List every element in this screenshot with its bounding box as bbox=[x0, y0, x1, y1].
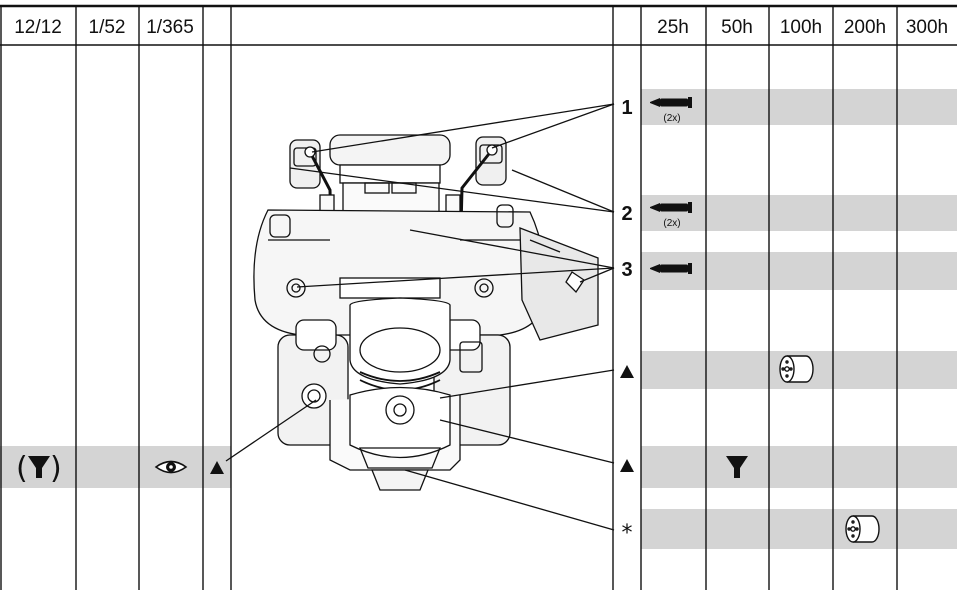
warning-triangle-icon bbox=[620, 365, 634, 378]
svg-text:(: ( bbox=[16, 451, 28, 486]
table-grid bbox=[0, 4, 957, 590]
header-100h: 100h bbox=[780, 17, 822, 38]
oil-filter-icon bbox=[779, 355, 814, 383]
svg-text:): ) bbox=[50, 451, 62, 486]
row-shade-6 bbox=[641, 446, 957, 488]
grease-gun-icon bbox=[650, 263, 692, 274]
warning-triangle-icon bbox=[620, 459, 634, 472]
header-50h: 50h bbox=[721, 17, 753, 38]
grease-note-2: (2x) bbox=[663, 218, 680, 229]
callout-label-2: 2 bbox=[621, 203, 632, 225]
filter-icon bbox=[726, 456, 748, 478]
header-1-52: 1/52 bbox=[89, 17, 126, 38]
oil-filter-icon bbox=[845, 515, 880, 543]
warning-triangle-icon bbox=[210, 461, 224, 474]
header-200h: 200h bbox=[844, 17, 886, 38]
asterisk-label: * bbox=[622, 521, 633, 546]
row-shade-7 bbox=[641, 509, 957, 549]
header-25h: 25h bbox=[657, 17, 689, 38]
eye-icon bbox=[154, 460, 188, 474]
header-1-365: 1/365 bbox=[146, 17, 194, 38]
mower-top-view bbox=[253, 134, 599, 491]
row-shade-2 bbox=[641, 195, 957, 231]
filter-icon-in-parentheses: ( ) bbox=[16, 451, 62, 486]
grease-gun-icon bbox=[650, 202, 692, 213]
leader-lines bbox=[225, 103, 615, 531]
header-300h: 300h bbox=[906, 17, 948, 38]
grease-gun-icon bbox=[650, 97, 692, 108]
row-shade-1 bbox=[641, 89, 957, 125]
row-shade-5 bbox=[0, 446, 231, 488]
callout-label-3: 3 bbox=[621, 259, 632, 281]
callout-label-1: 1 bbox=[621, 97, 632, 119]
header-12-12: 12/12 bbox=[14, 17, 62, 38]
grease-note-1: (2x) bbox=[663, 113, 680, 124]
filter-icon bbox=[28, 456, 50, 478]
row-shade-3 bbox=[641, 252, 957, 290]
